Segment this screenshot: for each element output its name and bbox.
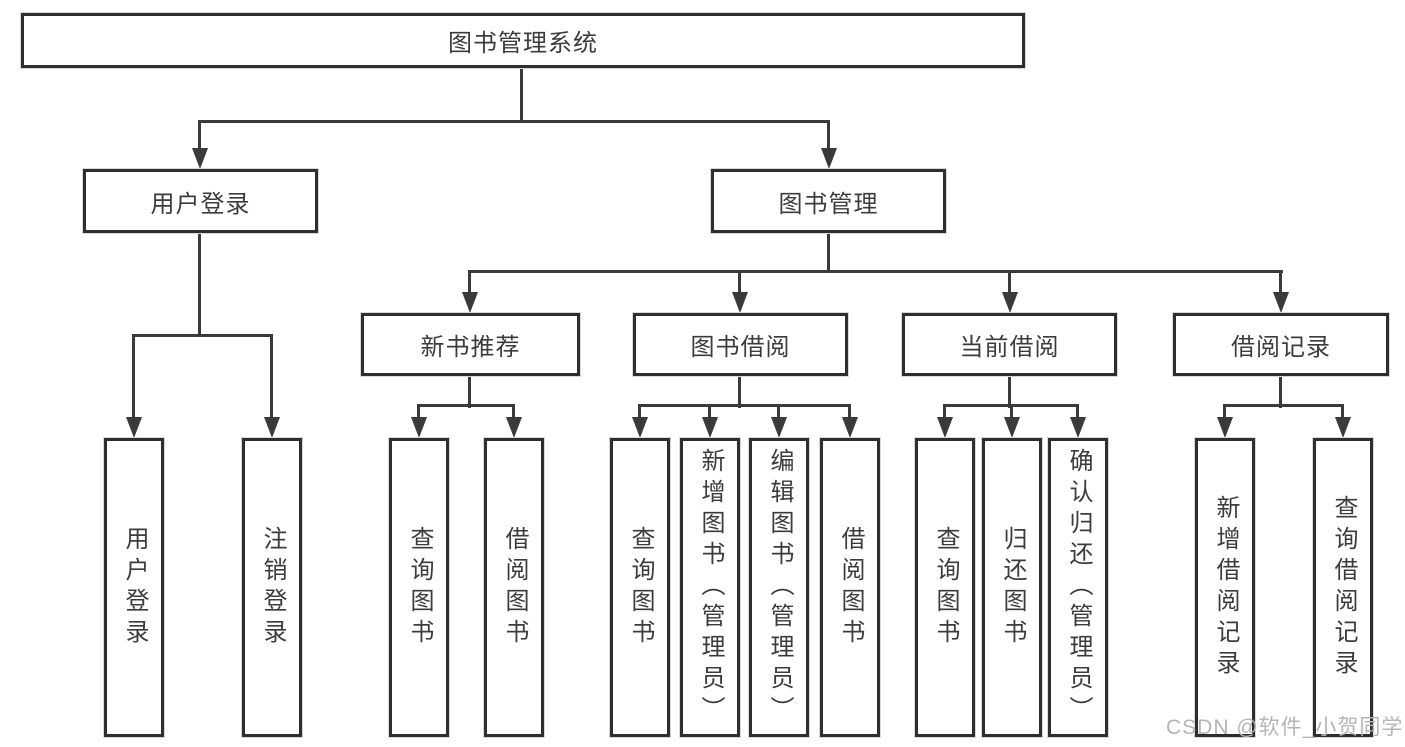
leaf-return-books: 归还图书	[982, 438, 1042, 737]
node-borrowing-records: 借阅记录	[1173, 313, 1389, 376]
node-label: 编辑图书（管理员）	[766, 448, 793, 727]
arrowhead-icon	[264, 417, 280, 438]
arrowhead-icon	[506, 417, 522, 438]
node-label: 借阅图书	[501, 525, 528, 650]
connector-user-login-stem	[198, 233, 201, 337]
node-label: 新增图书（管理员）	[697, 448, 724, 727]
arrowhead-icon	[411, 417, 427, 438]
leaf-user-login: 用户登录	[104, 438, 164, 737]
connector-level2-branch	[198, 120, 830, 123]
arrowhead-icon	[1335, 417, 1351, 438]
connector-recommend-branch	[417, 404, 515, 407]
connector-drop-leaf	[1341, 404, 1344, 422]
connector-borrowing-branch	[638, 404, 851, 407]
connector-drop-leaf	[777, 404, 780, 422]
arrowhead-icon	[1004, 417, 1020, 438]
node-new-book-recommendation: 新书推荐	[361, 313, 580, 376]
node-book-management: 图书管理	[711, 169, 946, 233]
connector-level3-branch	[468, 270, 1283, 273]
connector-drop-leaf	[132, 334, 135, 422]
connector-current-stem	[1008, 376, 1011, 408]
node-label: 图书管理系统	[448, 30, 598, 57]
leaf-borrow-books-recommend: 借阅图书	[484, 438, 544, 737]
connector-drop-leaf	[708, 404, 711, 422]
node-label: 查询借阅记录	[1330, 494, 1357, 681]
arrowhead-icon	[771, 417, 787, 438]
arrowhead-icon	[462, 292, 478, 313]
connector-drop-records	[1279, 270, 1282, 296]
node-label: 借阅记录	[1231, 334, 1331, 361]
connector-drop-book-management	[827, 120, 830, 152]
leaf-confirm-return-admin: 确认归还（管理员）	[1048, 438, 1108, 737]
node-label: 图书管理	[778, 190, 879, 218]
arrowhead-icon	[192, 148, 208, 169]
arrowhead-icon	[632, 417, 648, 438]
connector-drop-leaf	[1010, 404, 1013, 422]
connector-drop-leaf	[270, 334, 273, 422]
connector-drop-leaf	[417, 404, 420, 422]
connector-book-management-stem	[827, 233, 830, 273]
node-label: 确认归还（管理员）	[1065, 448, 1092, 727]
connector-drop-leaf	[1223, 404, 1226, 422]
connector-drop-current	[1008, 270, 1011, 296]
node-label: 查询图书	[406, 525, 433, 650]
arrowhead-icon	[937, 417, 953, 438]
node-label: 借阅图书	[837, 525, 864, 650]
connector-borrowing-stem	[738, 376, 741, 408]
node-label: 图书借阅	[690, 334, 791, 361]
arrowhead-icon	[1217, 417, 1233, 438]
connector-root-stem	[520, 68, 523, 122]
leaf-logout: 注销登录	[242, 438, 302, 737]
node-label: 注销登录	[259, 525, 286, 650]
connector-drop-leaf	[512, 404, 515, 422]
connector-records-branch	[1223, 404, 1344, 407]
leaf-query-books-borrowing: 查询图书	[610, 438, 670, 737]
node-label: 查询图书	[932, 525, 959, 650]
connector-drop-leaf	[1076, 404, 1079, 422]
leaf-query-books-current: 查询图书	[915, 438, 975, 737]
connector-drop-borrowing	[738, 270, 741, 296]
node-book-borrowing: 图书借阅	[633, 313, 848, 376]
connector-drop-leaf	[848, 404, 851, 422]
arrowhead-icon	[821, 148, 837, 169]
node-label: 归还图书	[999, 525, 1026, 650]
leaf-edit-book-admin: 编辑图书（管理员）	[749, 438, 809, 737]
connector-drop-user-login	[198, 120, 201, 152]
node-label: 查询图书	[627, 525, 654, 650]
connector-drop-leaf	[638, 404, 641, 422]
node-label: 用户登录	[121, 525, 148, 650]
arrowhead-icon	[702, 417, 718, 438]
node-library-system: 图书管理系统	[21, 13, 1025, 68]
node-label: 用户登录	[150, 190, 251, 218]
leaf-borrow-books-borrowing: 借阅图书	[820, 438, 880, 737]
connector-drop-leaf	[943, 404, 946, 422]
connector-drop-recommend	[468, 270, 471, 296]
leaf-query-books-recommend: 查询图书	[389, 438, 449, 737]
arrowhead-icon	[1070, 417, 1086, 438]
node-label: 新增借阅记录	[1212, 494, 1239, 681]
node-current-borrowing: 当前借阅	[902, 313, 1117, 376]
node-label: 新书推荐	[420, 334, 521, 361]
node-user-login: 用户登录	[83, 169, 318, 233]
leaf-query-borrow-record: 查询借阅记录	[1313, 438, 1373, 737]
arrowhead-icon	[732, 292, 748, 313]
leaf-add-book-admin: 新增图书（管理员）	[680, 438, 740, 737]
arrowhead-icon	[1273, 292, 1289, 313]
connector-recommend-stem	[468, 376, 471, 408]
connector-records-stem	[1279, 376, 1282, 408]
arrowhead-icon	[842, 417, 858, 438]
arrowhead-icon	[1002, 292, 1018, 313]
node-label: 当前借阅	[959, 334, 1060, 361]
leaf-add-borrow-record: 新增借阅记录	[1195, 438, 1255, 737]
csdn-watermark: CSDN @软件_小贺同学	[1166, 716, 1404, 739]
connector-user-login-branch	[132, 334, 273, 337]
arrowhead-icon	[126, 417, 142, 438]
